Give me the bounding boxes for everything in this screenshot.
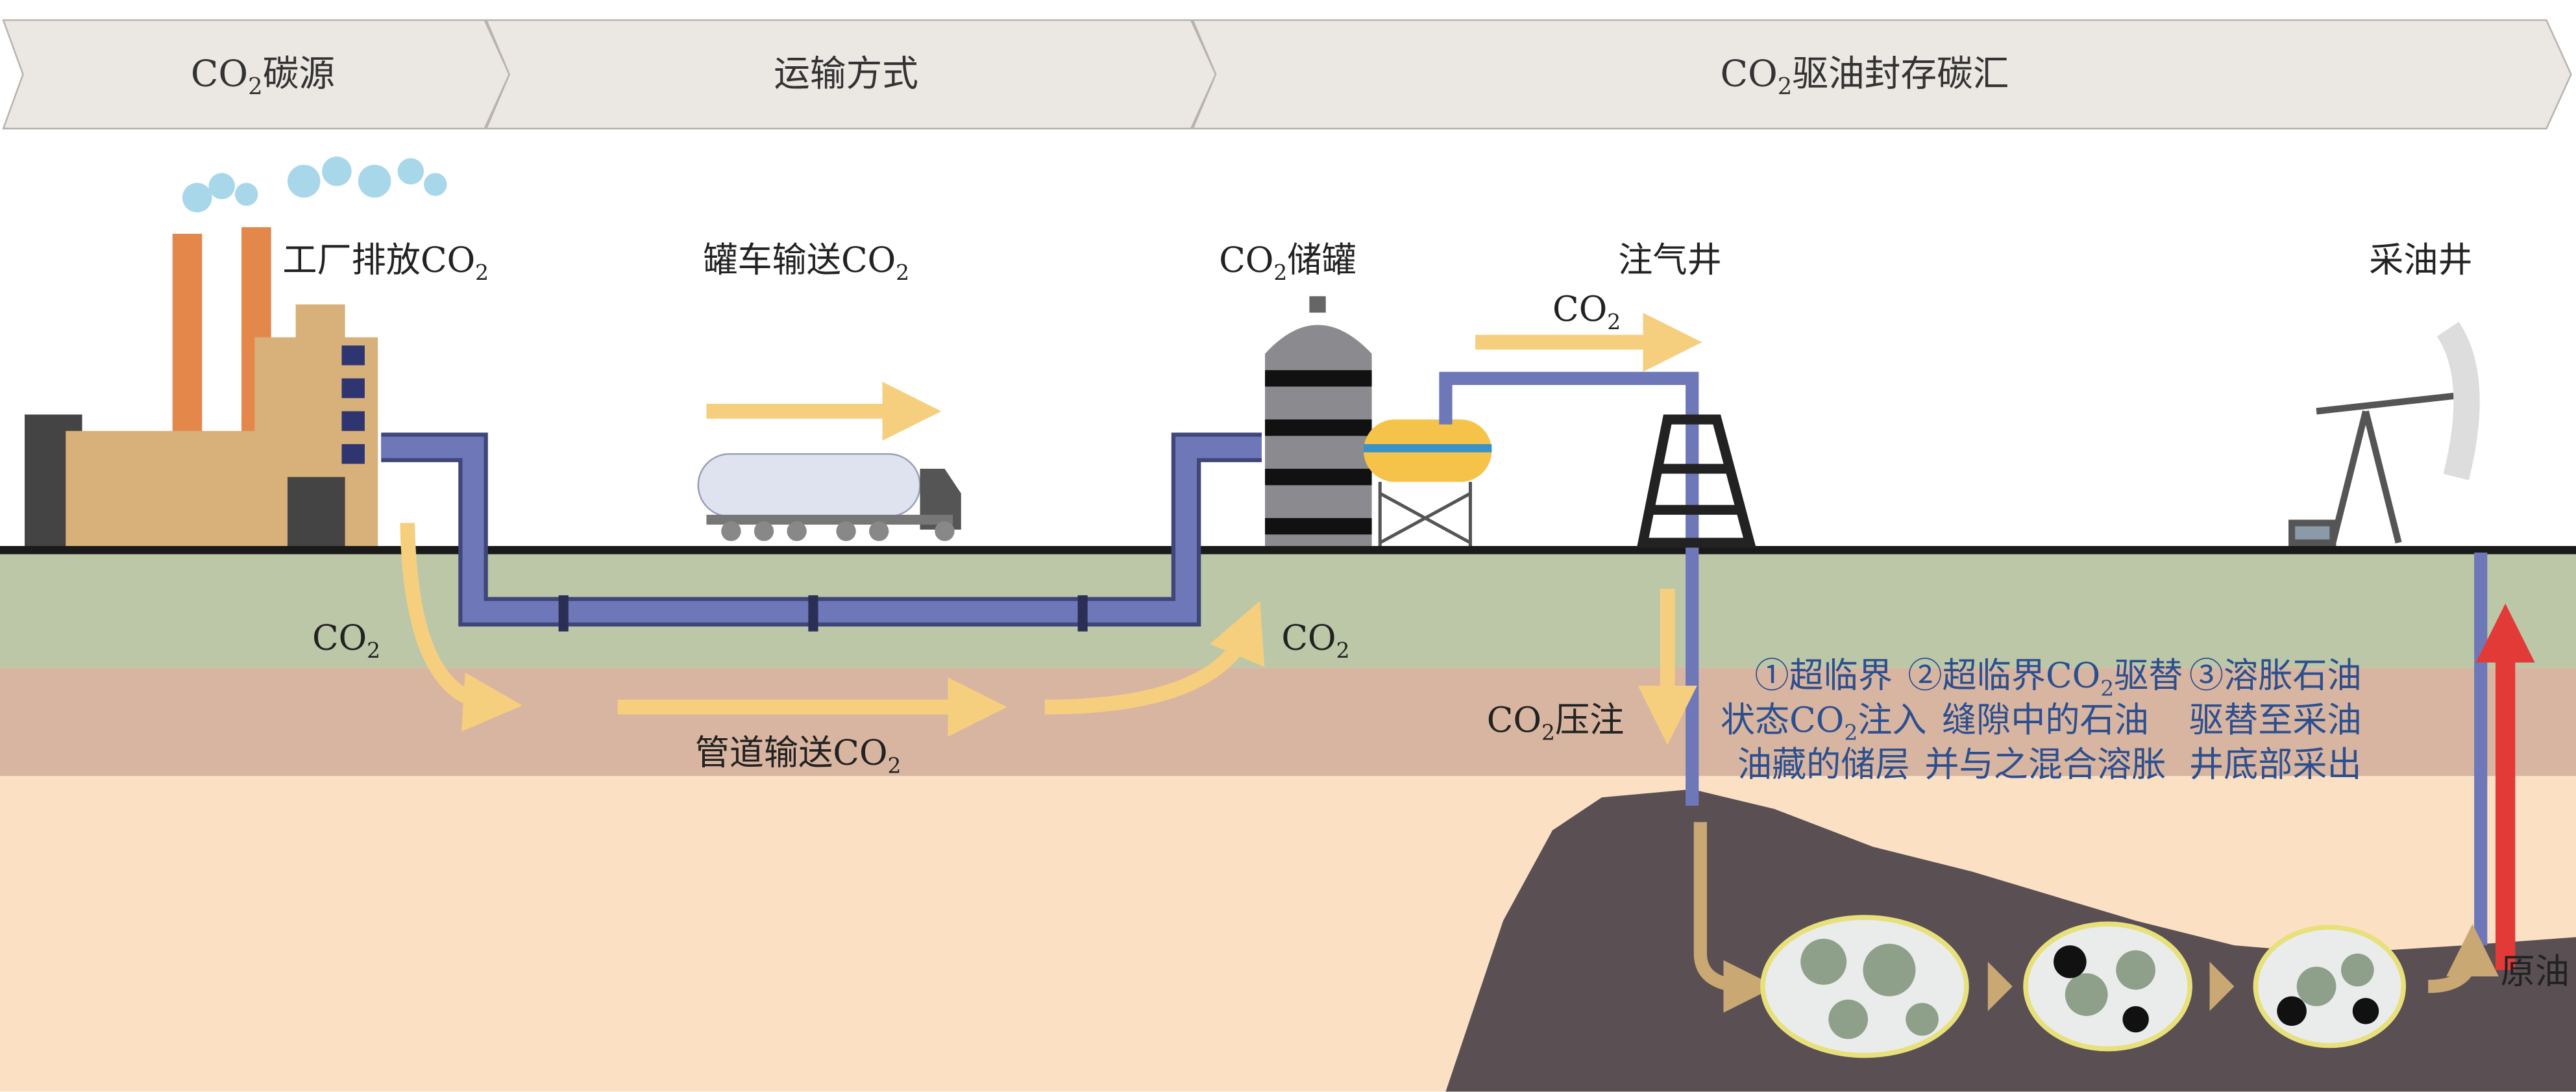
step-1-line: 油藏的储层 (1737, 744, 1910, 784)
reservoir-flow-arrow (1693, 822, 1776, 1013)
label-truck: 罐车输送CO2 (703, 240, 909, 285)
pore-ellipses (1760, 915, 2407, 1058)
derrick-icon (1636, 414, 1756, 548)
step-2-line: ②超临界CO2驱替 (1907, 656, 2183, 701)
banner-label: CO2碳源 (191, 53, 335, 100)
step-1-line: ①超临界 (1754, 656, 1893, 696)
ground-line (0, 546, 2576, 554)
label-co2-left: CO2 (312, 617, 380, 663)
soil-layer-pink (0, 667, 2576, 776)
factory-icon (24, 156, 447, 546)
label-injection: CO2压注 (1487, 700, 1624, 745)
pump-jack-icon (2288, 321, 2480, 547)
banner-transport (485, 19, 1217, 130)
banner-label: 运输方式 (774, 53, 918, 95)
stage-banners: CO2碳源 运输方式 CO2驱油封存碳汇 (2, 19, 2572, 130)
storage-tank-icon (1265, 296, 1492, 547)
reservoir-flow-arrow (2427, 924, 2499, 993)
step-3-line: 井底部采出 (2189, 744, 2362, 784)
step-2-line: 缝隙中的石油 (1942, 700, 2149, 740)
injection-pipe (1439, 371, 1699, 806)
co2-flow-arrows (400, 312, 1702, 745)
banner-storage (1191, 19, 2572, 130)
step-arrows (1987, 962, 2235, 1011)
label-tank: CO2储罐 (1219, 240, 1356, 285)
banner-carbon-source (2, 19, 511, 130)
label-pipeline: 管道输送CO2 (695, 733, 902, 778)
pipeline-fill (381, 436, 1262, 623)
label-co2-right: CO2 (1281, 617, 1349, 663)
step-3-line: 驱替至采油 (2189, 700, 2362, 740)
component-labels: 工厂排放CO2 罐车输送CO2 CO2储罐 注气井 采油井 CO2 CO2 CO… (282, 240, 2569, 991)
label-injection-well: 注气井 (1618, 240, 1721, 280)
step-1-line: 状态CO2注入 (1721, 700, 1927, 745)
tanker-truck-icon (697, 453, 961, 541)
label-factory: 工厂排放CO2 (282, 240, 489, 285)
label-production-well: 采油井 (2369, 240, 2472, 280)
banner-label: CO2驱油封存碳汇 (1721, 53, 2009, 100)
step-2-line: 并与之混合溶胀 (1924, 744, 2166, 784)
step-3-line: ③溶胀石油 (2189, 656, 2362, 696)
label-co2-top: CO2 (1552, 289, 1621, 334)
label-crude-oil: 原油 (2501, 951, 2570, 991)
